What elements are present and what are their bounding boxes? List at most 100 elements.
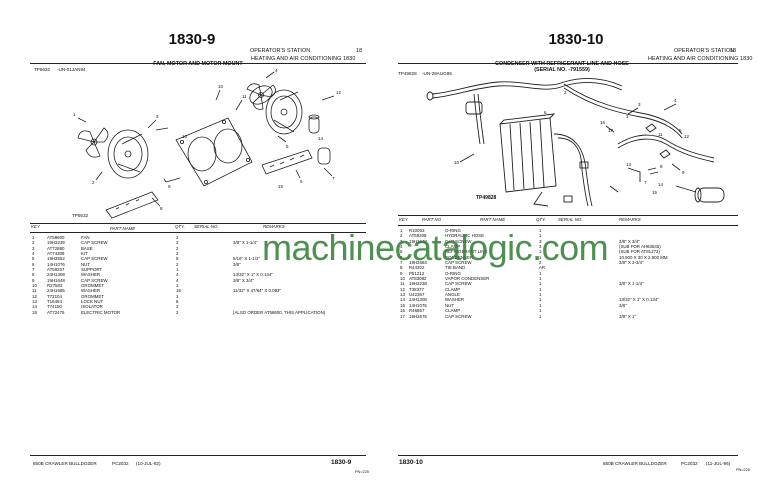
cell-qty: 1: [539, 254, 542, 260]
footer-model: 850B CRAWLER BULLDOZER: [603, 461, 667, 466]
cell-part: T16464: [47, 299, 62, 305]
footer-page-number: 1830-9: [331, 459, 352, 466]
cell-key: 3: [400, 238, 403, 244]
cell-remarks: (SUB FOR AH83545): [619, 244, 661, 250]
svg-text:4: 4: [275, 68, 278, 73]
header-rule: [30, 63, 366, 64]
svg-text:7: 7: [332, 176, 335, 181]
cell-key: 11: [400, 281, 405, 287]
cell-part: AT72475: [47, 309, 65, 315]
cell-qty: 8: [176, 299, 179, 305]
cell-qty: 1: [539, 308, 542, 314]
svg-text:1: 1: [73, 112, 76, 117]
table-header-rule: [30, 232, 366, 233]
cell-name: HYDRAULIC HOSE: [445, 233, 485, 239]
cell-qty: 2: [176, 261, 179, 267]
svg-text:9: 9: [168, 184, 171, 189]
svg-text:9: 9: [682, 170, 685, 175]
cell-part: U42367: [409, 292, 425, 298]
svg-text:15: 15: [278, 184, 284, 189]
table-header-rule: [398, 225, 738, 226]
cell-name: ELECTRIC MOTOR: [81, 309, 121, 315]
figure-code: -UN-01JAN94: [57, 67, 86, 72]
svg-text:5: 5: [679, 128, 682, 133]
cell-part: 19H1648: [409, 238, 427, 244]
figure-label: TP5632: [72, 213, 89, 218]
cell-qty: 1: [539, 228, 542, 233]
cell-part: R10093: [409, 228, 425, 233]
cell-key: 3: [32, 245, 35, 251]
cell-qty: 2: [176, 240, 179, 246]
svg-text:10: 10: [454, 160, 460, 165]
cell-remarks: 10.500 X 30 X 2.500 MM: [619, 254, 668, 260]
cell-part: 19H2676: [409, 313, 427, 319]
header-rule: [398, 63, 738, 64]
cell-part: 19H1648: [47, 277, 65, 283]
svg-text:6: 6: [300, 179, 303, 184]
cell-qty: 16: [176, 288, 181, 294]
cell-part: 19H2683: [409, 260, 427, 266]
cell-qty: 3: [539, 244, 542, 250]
cell-remarks: 3/8" X 1-1/4": [619, 281, 644, 287]
cell-part: R46867: [409, 308, 425, 314]
svg-text:8: 8: [660, 164, 663, 169]
cell-key: 1: [32, 235, 35, 240]
cell-remarks: 3/8" X 3-3/4": [619, 260, 644, 266]
cell-name: VAPOR CONDENSER: [445, 276, 490, 282]
cell-qty: AR: [539, 265, 546, 271]
cell-key: 7: [400, 260, 403, 266]
footer-pc: PC2032: [681, 461, 698, 466]
cell-part: T74150: [47, 304, 62, 310]
cell-qty: 2: [539, 260, 542, 266]
cell-part: T38377: [409, 286, 424, 292]
cell-qty: 8: [176, 256, 179, 262]
svg-text:5: 5: [286, 144, 289, 149]
figure-label: TP49828: [476, 195, 497, 201]
cell-remarks: 3/8": [233, 261, 241, 267]
svg-text:12: 12: [336, 90, 342, 95]
col-key: KEY: [31, 224, 40, 229]
cell-name: CONDENSER: [445, 254, 474, 260]
cell-key: 5: [400, 249, 403, 255]
footer-rule: [398, 455, 738, 456]
cell-part: AT59209: [409, 233, 427, 239]
footer-sub: PN=226: [736, 468, 750, 472]
svg-text:7: 7: [644, 180, 647, 185]
table-top-rule: [30, 223, 366, 224]
cell-key: 5: [32, 256, 35, 262]
cell-key: 17: [400, 313, 405, 319]
cell-name: NUT: [81, 261, 91, 267]
cell-remarks: 3/8": [619, 302, 627, 308]
cell-part: P51212: [409, 270, 425, 276]
cell-name: GROMMET: [81, 283, 104, 289]
cell-part: 24H1308: [47, 272, 65, 278]
cell-qty: 1: [539, 276, 542, 282]
cell-qty: 2: [176, 235, 179, 240]
cell-key: 8: [400, 265, 403, 271]
svg-text:2: 2: [92, 180, 95, 185]
cell-qty: 1: [176, 267, 179, 273]
figure-id: TP49828: [398, 71, 417, 76]
svg-text:11: 11: [658, 132, 663, 137]
cell-key: 1: [400, 228, 403, 233]
header-section-title: OPERATOR'S STATION: [674, 48, 735, 54]
cell-name: CLAMP: [445, 286, 461, 292]
cell-part: 14H1076: [47, 261, 65, 267]
svg-text:10: 10: [218, 84, 224, 89]
cell-key: 14: [400, 297, 405, 303]
cell-part: R44302: [409, 265, 425, 271]
